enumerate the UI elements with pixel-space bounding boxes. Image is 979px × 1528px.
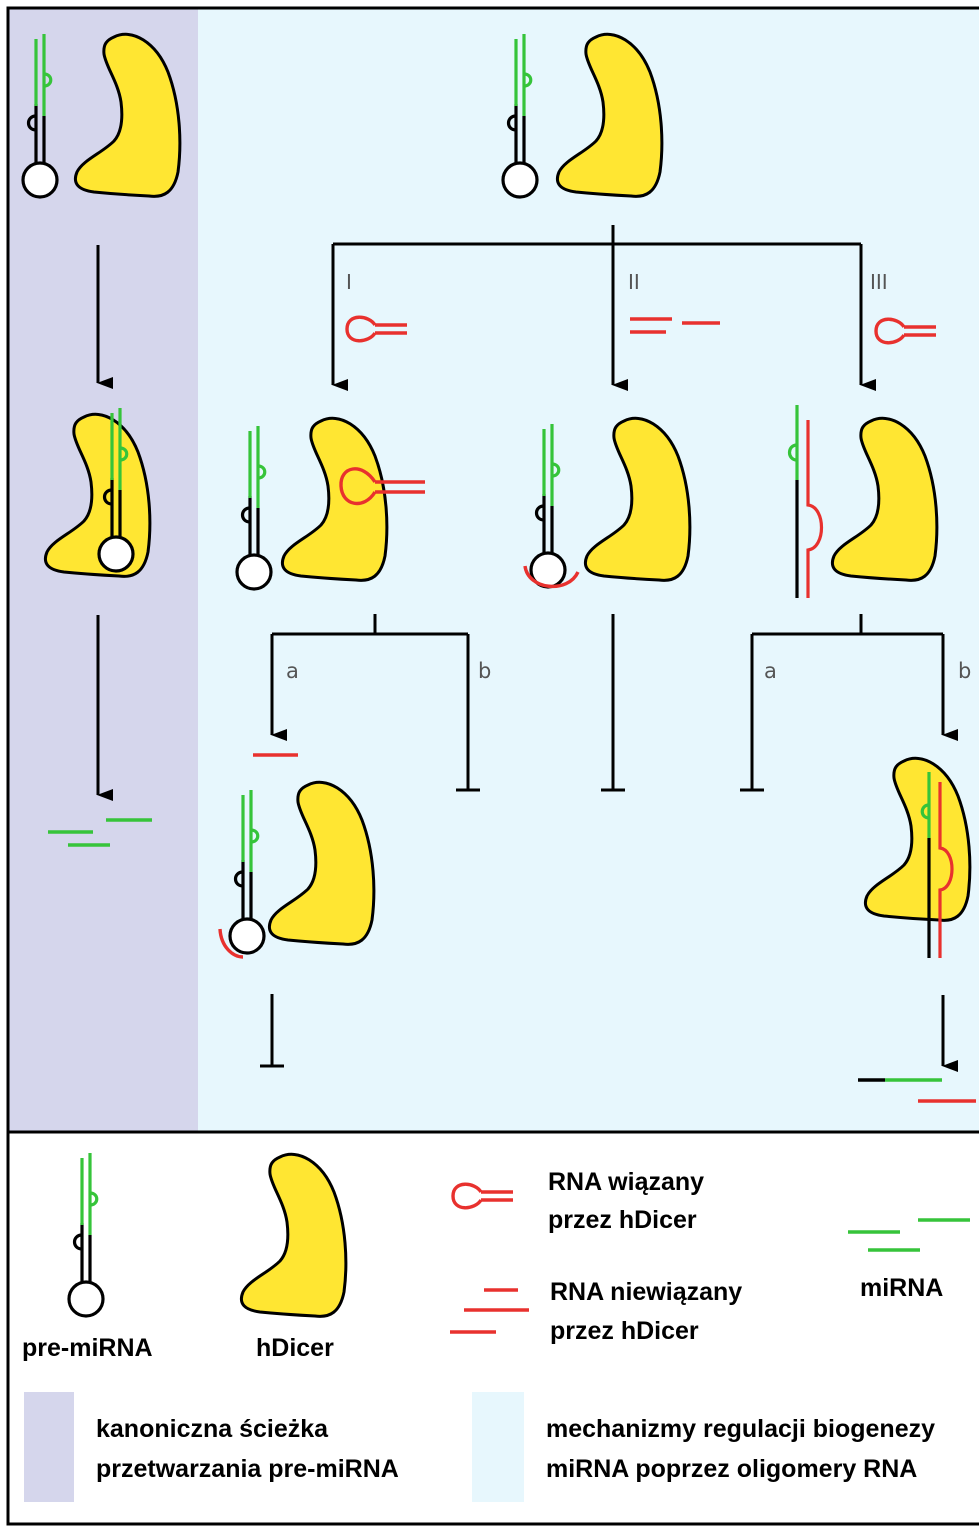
pathway-III-b-dicer-complex bbox=[863, 756, 972, 958]
pathway-III-split bbox=[740, 614, 958, 792]
pathway-I-split bbox=[270, 614, 480, 792]
pathway-branching bbox=[331, 225, 876, 391]
legend-regulation-line2: miRNA poprzez oligomery RNA bbox=[546, 1455, 917, 1483]
legend-canonical-swatch bbox=[24, 1392, 74, 1502]
pathway-label-I: I bbox=[346, 270, 352, 294]
legend-canonical-line2: przetwarzania pre-miRNA bbox=[96, 1455, 399, 1483]
pathway-III-b-product bbox=[858, 1078, 976, 1103]
legend-regulation-line1: mechanizmy regulacji biogenezy bbox=[546, 1415, 935, 1443]
legend-premirna-label: pre-miRNA bbox=[22, 1334, 153, 1362]
pathway-I-a-inhibition bbox=[260, 994, 284, 1068]
legend-canonical-line1: kanoniczna ścieżka bbox=[96, 1415, 329, 1443]
pathway-II-bound-strand bbox=[523, 565, 580, 589]
pathway-I-bound-rna-in-dicer bbox=[339, 467, 425, 505]
pathway-I-branch-b: b bbox=[478, 659, 491, 683]
legend-mirna-label: miRNA bbox=[860, 1274, 943, 1302]
pathway-III-hybrid bbox=[787, 405, 823, 598]
pathway-label-III: III bbox=[870, 270, 888, 294]
legend-bound-rna-line2: przez hDicer bbox=[548, 1206, 697, 1234]
legend-hdicer-label: hDicer bbox=[256, 1334, 334, 1362]
legend-unbound-rna-icon bbox=[450, 1288, 529, 1334]
pathway-label-II: II bbox=[628, 270, 640, 294]
pathway-I-a-bound-strand bbox=[218, 928, 244, 959]
figure-frame bbox=[6, 6, 979, 1526]
pathway-III-branch-a: a bbox=[764, 659, 777, 683]
pathway-I-branch-a: a bbox=[286, 659, 299, 683]
pathway-II-inhibition bbox=[601, 614, 625, 792]
legend-mirna-icon bbox=[848, 1218, 970, 1252]
legend-unbound-rna-line2: przez hDicer bbox=[550, 1317, 699, 1345]
legend-unbound-rna-line1: RNA niewiązany bbox=[550, 1278, 742, 1306]
legend-regulation-swatch bbox=[472, 1392, 524, 1502]
legend-bound-rna-line1: RNA wiązany bbox=[548, 1168, 704, 1196]
pathway-III-branch-b: b bbox=[958, 659, 971, 683]
